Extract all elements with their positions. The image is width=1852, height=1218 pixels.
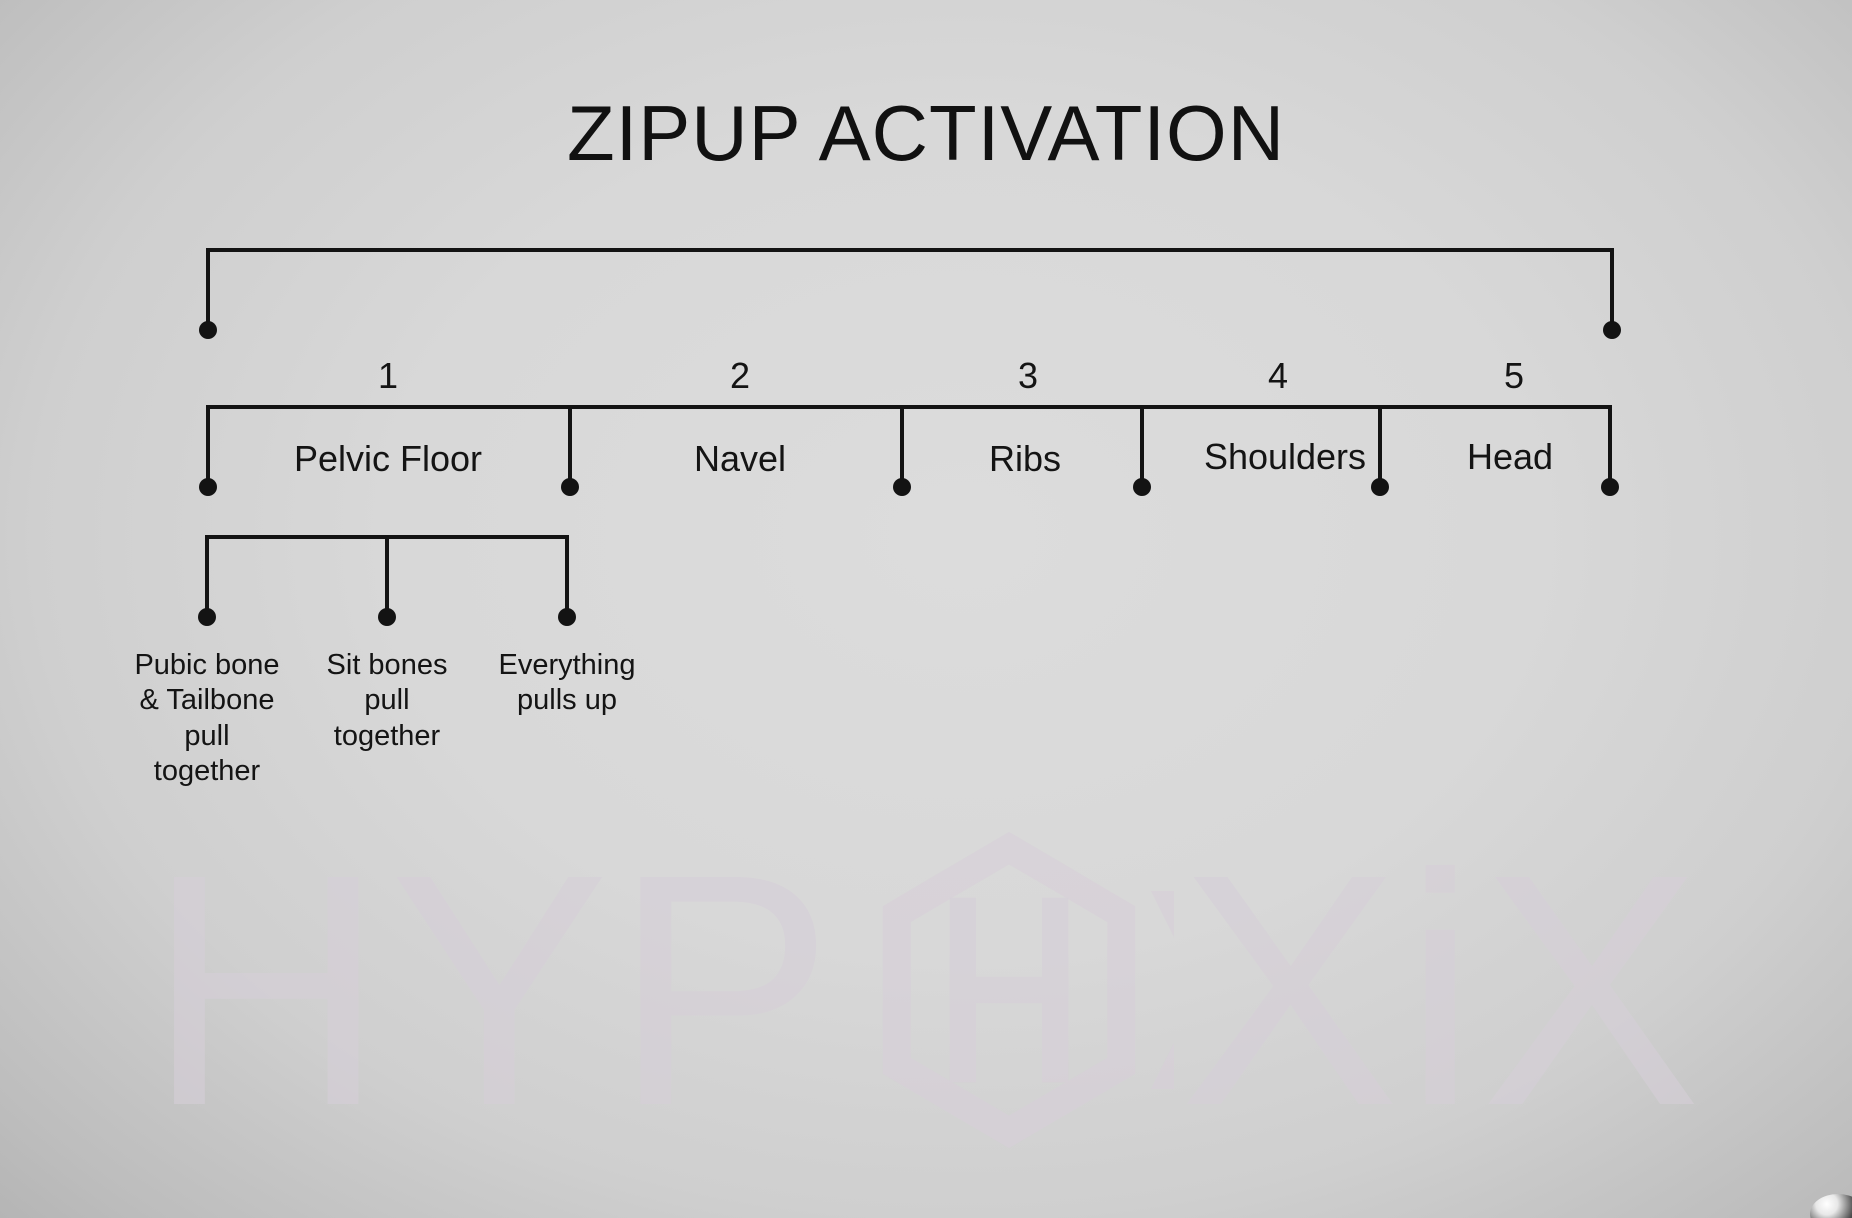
segment-number-5: 5 — [1503, 355, 1525, 396]
segment-label-ribs: Ribs — [988, 438, 1062, 479]
segment-number-3: 3 — [1017, 355, 1039, 396]
detail-label-pubic-bone-tailbone: Pubic bone & Tailbone pull together — [134, 649, 280, 788]
bracket-endpoint-dots — [198, 321, 1621, 626]
overall-span-bracket-path — [206, 248, 1614, 330]
segment-number-4: 4 — [1267, 355, 1289, 396]
segment-number-2: 2 — [729, 355, 751, 396]
page-title: ZIPUP ACTIVATION — [566, 89, 1286, 177]
segment-label-pelvic-floor: Pelvic Floor — [293, 438, 483, 479]
segment-label-head: Head — [1466, 436, 1554, 477]
detail-label-everything-pulls-up: Everything pulls up — [498, 649, 636, 717]
segment-label-navel: Navel — [693, 438, 787, 479]
main-sequence-bracket-path — [206, 405, 1612, 487]
detail-label-sit-bones: Sit bones pull together — [326, 649, 448, 752]
segment-number-1: 1 — [377, 355, 399, 396]
segment-label-shoulders: Shoulders — [1203, 436, 1367, 477]
